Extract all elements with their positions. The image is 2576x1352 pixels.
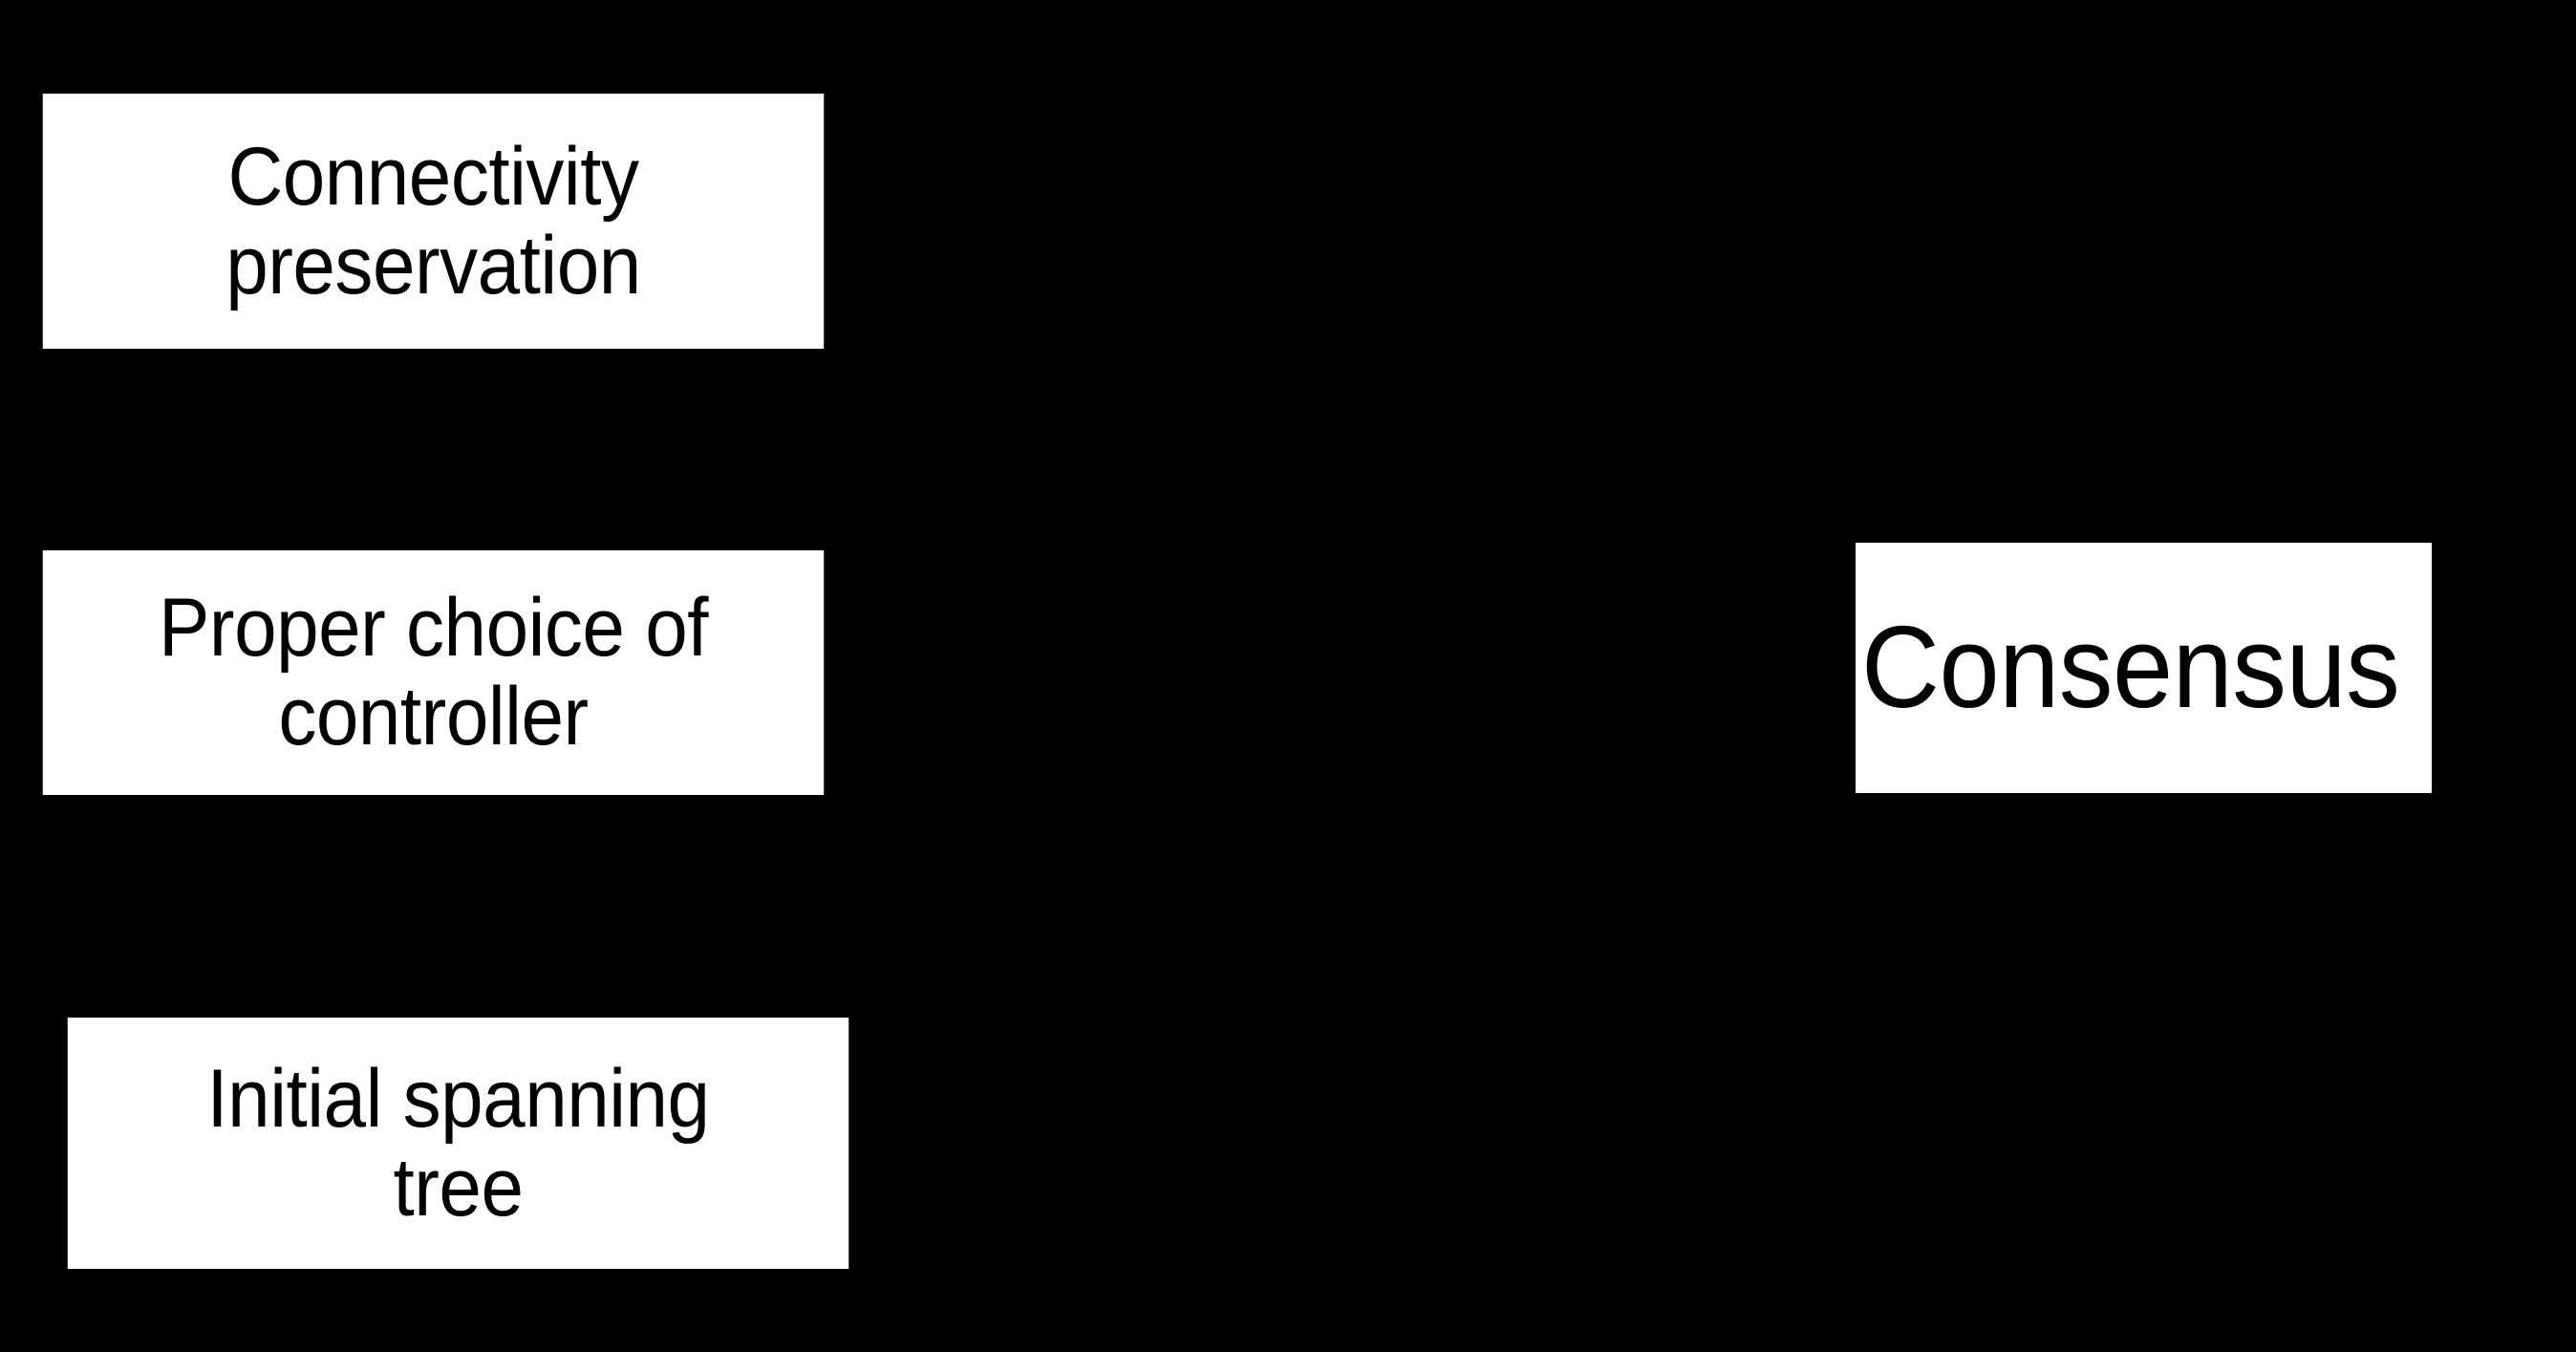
node-box-proper-choice-of-controller[interactable]: Proper choice of controller: [42, 550, 825, 795]
node-label-connectivity-preservation: Connectivity preservation: [225, 130, 641, 311]
node-box-initial-spanning-tree[interactable]: Initial spanning tree: [67, 1018, 849, 1269]
node-label-proper-choice-of-controller: Proper choice of controller: [159, 582, 708, 762]
node-box-consensus[interactable]: Consensus: [1856, 543, 2432, 793]
node-box-connectivity-preservation[interactable]: Connectivity preservation: [42, 94, 825, 349]
node-label-consensus: Consensus: [1861, 602, 2400, 733]
node-label-initial-spanning-tree: Initial spanning tree: [206, 1052, 710, 1234]
